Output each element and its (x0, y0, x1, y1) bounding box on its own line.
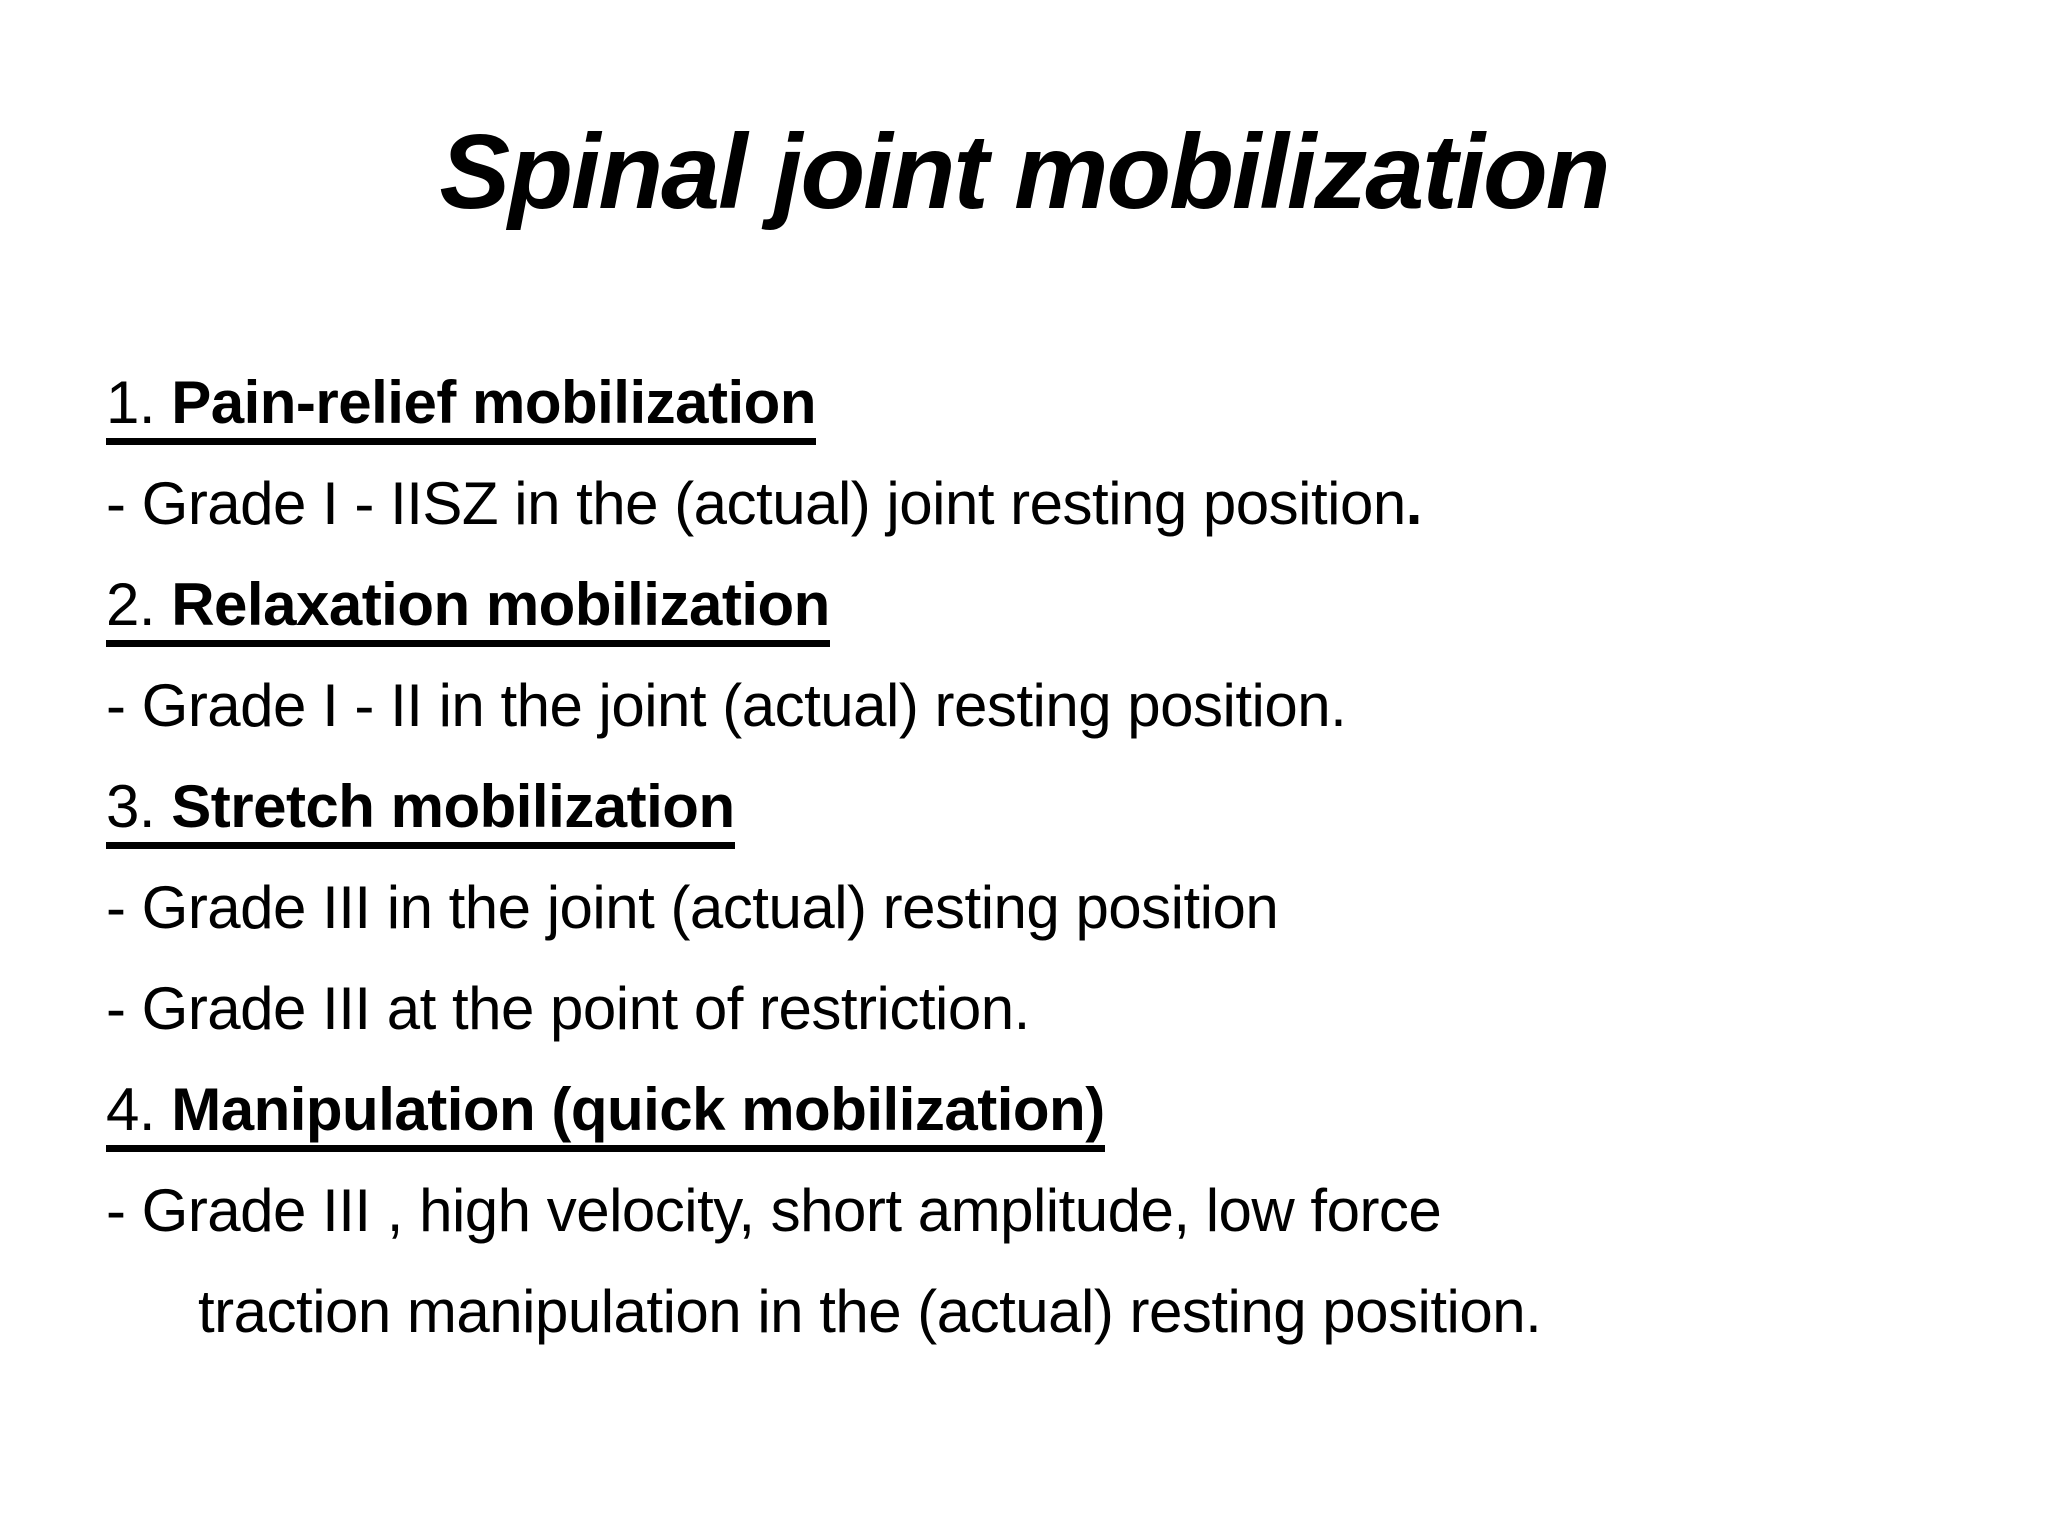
list-item-text: - Grade III at the point of restriction. (106, 975, 1030, 1042)
list-item: - Grade III at the point of restriction. (106, 958, 2008, 1059)
heading-label: Stretch mobilization (171, 773, 735, 840)
heading-underline: 4. Manipulation (quick mobilization) (106, 1076, 1105, 1152)
list-item: - Grade III , high velocity, short ampli… (106, 1160, 2008, 1261)
heading-label: Pain-relief mobilization (171, 369, 816, 436)
list-item: - Grade I - IISZ in the (actual) joint r… (106, 453, 2008, 554)
heading-number: 2. (106, 571, 156, 638)
heading-label: Manipulation (quick mobilization) (171, 1076, 1105, 1143)
heading-number: 4. (106, 1076, 156, 1143)
list-item: - Grade III in the joint (actual) restin… (106, 857, 2008, 958)
slide-body: 1. Pain-relief mobilization - Grade I - … (106, 352, 2008, 1362)
heading-underline: 3. Stretch mobilization (106, 773, 735, 849)
heading-number: 3. (106, 773, 156, 840)
list-item-text: - Grade I - II in the joint (actual) res… (106, 672, 1347, 739)
list-item-text: - Grade III , high velocity, short ampli… (106, 1177, 1442, 1244)
list-item-continuation: traction manipulation in the (actual) re… (106, 1261, 2008, 1362)
heading-underline: 1. Pain-relief mobilization (106, 369, 816, 445)
list-item-text: - Grade III in the joint (actual) restin… (106, 874, 1279, 941)
heading-label: Relaxation mobilization (171, 571, 830, 638)
list-item-text: - Grade I - IISZ in the (actual) joint r… (106, 470, 1406, 537)
heading-underline: 2. Relaxation mobilization (106, 571, 830, 647)
list-item-text: traction manipulation in the (actual) re… (198, 1278, 1542, 1345)
list-heading-3: 3. Stretch mobilization (106, 756, 2008, 857)
list-heading-2: 2. Relaxation mobilization (106, 554, 2008, 655)
list-heading-4: 4. Manipulation (quick mobilization) (106, 1059, 2008, 1160)
slide-title: Spinal joint mobilization (439, 113, 1611, 231)
list-item: - Grade I - II in the joint (actual) res… (106, 655, 2008, 756)
list-item-bold-period: . (1405, 470, 1423, 537)
heading-number: 1. (106, 369, 156, 436)
list-heading-1: 1. Pain-relief mobilization (106, 352, 2008, 453)
